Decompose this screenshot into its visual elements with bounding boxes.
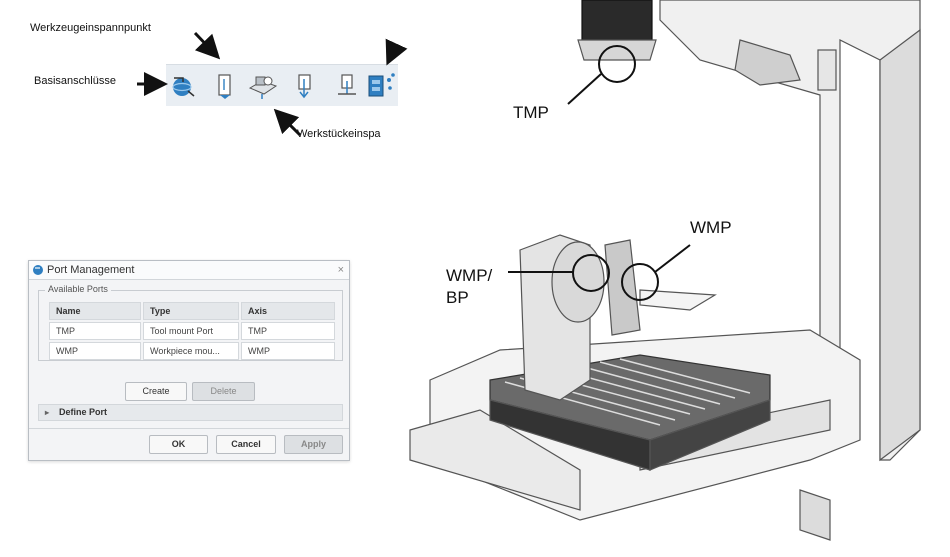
delete-button[interactable]: Delete <box>192 382 255 401</box>
base-front-left <box>409 409 581 511</box>
table-side <box>649 399 771 471</box>
port-down-icon[interactable] <box>290 70 320 102</box>
port-management-dialog: Port Management × Available Ports Name T… <box>28 260 350 461</box>
workpiece-mount-port-icon[interactable] <box>246 70 278 102</box>
cell-type: Workpiece mou... <box>143 342 239 360</box>
dialog-divider <box>29 428 349 429</box>
spindle-flange <box>577 39 657 61</box>
define-port-label: Define Port <box>59 407 108 417</box>
column-side <box>879 28 921 462</box>
rotary-disc <box>551 241 605 323</box>
label-wmp-bp-line1: WMP/ <box>446 266 493 285</box>
spindle-housing <box>581 0 653 41</box>
cell-name: TMP <box>49 322 141 340</box>
port-insert-icon[interactable] <box>332 70 362 102</box>
callout-tool-mount-point: Werkzeugeinspannpunkt <box>30 22 151 34</box>
tmp-marker-circle <box>598 45 636 83</box>
available-ports-group: Available Ports Name Type Axis TMP Tool … <box>38 284 343 362</box>
tool-mount-port-icon[interactable] <box>210 70 240 102</box>
create-button[interactable]: Create <box>125 382 187 401</box>
tmp-leader-line <box>567 73 602 105</box>
table-row[interactable]: TMP Tool mount Port TMP <box>49 322 335 340</box>
cancel-button[interactable]: Cancel <box>216 435 276 454</box>
column-header-type[interactable]: Type <box>143 302 239 320</box>
table-row[interactable]: WMP Workpiece mou... WMP <box>49 342 335 360</box>
column-header-axis[interactable]: Axis <box>241 302 335 320</box>
port-management-icon[interactable] <box>364 70 395 102</box>
available-ports-label: Available Ports <box>45 284 111 294</box>
column-bracket <box>817 49 837 91</box>
base-connection-icon[interactable] <box>168 70 198 102</box>
table-header-row: Name Type Axis <box>49 302 335 320</box>
wmp-leader-line <box>654 244 691 273</box>
cell-name: WMP <box>49 342 141 360</box>
expand-triangle-icon[interactable]: ▸ <box>45 408 50 417</box>
spindle-motor <box>734 39 801 86</box>
port-toolbar <box>166 64 398 106</box>
wmp-marker-circle <box>621 263 659 301</box>
label-wmp: WMP <box>690 218 732 237</box>
base-foot <box>799 489 831 541</box>
apply-button[interactable]: Apply <box>284 435 343 454</box>
ok-button[interactable]: OK <box>149 435 208 454</box>
column-header-name[interactable]: Name <box>49 302 141 320</box>
dialog-titlebar[interactable]: Port Management × <box>29 261 349 280</box>
cell-axis: TMP <box>241 322 335 340</box>
label-wmp-bp-line2: BP <box>446 288 469 307</box>
define-port-section[interactable]: ▸ Define Port <box>38 404 343 421</box>
ports-table: Name Type Axis TMP Tool mount Port TMP W… <box>47 300 337 362</box>
close-icon[interactable]: × <box>337 264 344 276</box>
dialog-title: Port Management <box>47 264 135 276</box>
label-tmp: TMP <box>513 103 549 122</box>
cell-axis: WMP <box>241 342 335 360</box>
callout-base-connections: Basisanschlüsse <box>34 75 116 87</box>
callout-workpiece-mount-point: Werkstückeinspa <box>297 128 381 140</box>
workpiece-plate <box>639 289 717 311</box>
port-management-title-icon <box>33 265 43 275</box>
cell-type: Tool mount Port <box>143 322 239 340</box>
